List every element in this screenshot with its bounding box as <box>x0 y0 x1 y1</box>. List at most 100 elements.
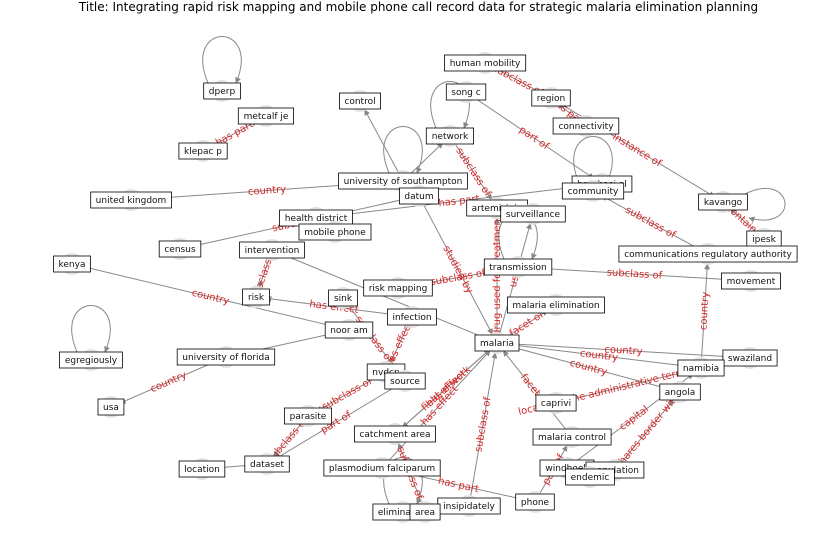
node-sink[interactable]: sink <box>328 287 358 309</box>
edge-source-dataset <box>275 383 401 460</box>
node-insipidately[interactable]: insipidately <box>437 495 501 517</box>
node-label: song c <box>451 88 480 98</box>
node-box <box>178 460 226 478</box>
node-catchment[interactable]: catchment area <box>353 423 436 445</box>
node-label: source <box>390 377 420 387</box>
node-uf[interactable]: university of florida <box>176 346 276 368</box>
node-endemic[interactable]: endemic <box>565 466 615 488</box>
node-label: namibia <box>683 364 719 374</box>
node-label: malaria <box>480 339 514 349</box>
node-box <box>386 308 437 326</box>
node-label: area <box>415 508 435 518</box>
node-klepac[interactable]: klepac p <box>178 140 228 162</box>
node-label: census <box>164 245 196 255</box>
edge-label: subclass of <box>453 146 493 199</box>
node-region[interactable]: region <box>531 87 571 109</box>
edge-insipidately-malaria <box>469 352 498 501</box>
node-noor[interactable]: noor am <box>324 319 374 341</box>
node-source[interactable]: source <box>384 370 426 392</box>
node-network[interactable]: network <box>425 125 474 147</box>
node-mobile-phone[interactable]: mobile phone <box>298 221 372 243</box>
node-movement[interactable]: movement <box>721 270 781 292</box>
edge-transmission-movement <box>523 266 742 284</box>
node-angola[interactable]: angola <box>659 381 701 403</box>
node-risk[interactable]: risk <box>242 286 270 308</box>
edge-label: country <box>698 292 711 331</box>
node-kavango[interactable]: kavango <box>698 191 748 213</box>
node-usa[interactable]: usa <box>97 396 125 418</box>
node-surveillance[interactable]: surveillance <box>500 203 566 225</box>
node-song[interactable]: song c <box>445 81 487 103</box>
node-infection[interactable]: infection <box>386 306 437 328</box>
node-label: intervention <box>245 246 300 256</box>
node-location[interactable]: location <box>178 458 226 480</box>
node-control[interactable]: control <box>338 90 381 112</box>
node-label: angola <box>665 388 695 398</box>
node-label: dataset <box>250 460 284 470</box>
node-egregiously[interactable]: egregiously <box>59 349 123 371</box>
node-box <box>531 89 571 107</box>
node-dperp[interactable]: dperp <box>203 80 241 102</box>
node-kenya[interactable]: kenya <box>53 253 91 275</box>
node-intervention[interactable]: intervention <box>239 239 305 261</box>
edge-label: country <box>191 288 231 308</box>
node-label: transmission <box>489 263 547 273</box>
node-malaria[interactable]: malaria <box>474 332 520 354</box>
node-malaria-elimination[interactable]: malaria elimination <box>506 294 605 316</box>
node-cra[interactable]: communications regulatory authority <box>618 243 798 265</box>
node-box <box>283 407 332 425</box>
edge-southampton-control <box>364 109 401 176</box>
node-label: risk mapping <box>369 284 428 294</box>
edge-intervention-risk <box>258 255 271 289</box>
node-datum[interactable]: datum <box>398 185 439 207</box>
node-box <box>677 359 725 377</box>
node-metcalf[interactable]: metcalf je <box>237 105 295 127</box>
node-label: kenya <box>59 260 86 270</box>
node-label: parasite <box>290 412 327 422</box>
node-box <box>90 191 172 209</box>
edge-label: country <box>248 184 287 198</box>
node-transmission[interactable]: transmission <box>483 256 553 278</box>
node-human-mobility[interactable]: human mobility <box>443 52 527 74</box>
edge-label: country <box>579 348 618 364</box>
node-uk[interactable]: united kingdom <box>90 189 172 211</box>
node-connectivity[interactable]: connectivity <box>552 115 620 137</box>
node-box <box>384 372 426 390</box>
edge-self-loop-community <box>573 136 613 184</box>
node-label: network <box>432 132 469 142</box>
page-title: Title: Integrating rapid risk mapping an… <box>78 0 759 14</box>
edge-cra-community <box>601 195 703 252</box>
edge-malaria-swaziland <box>502 342 741 361</box>
node-pf[interactable]: plasmodium falciparum <box>323 457 441 479</box>
node-caprivi[interactable]: caprivi <box>535 392 577 414</box>
node-box <box>398 187 439 205</box>
node-label: mobile phone <box>304 228 366 238</box>
node-label: endemic <box>571 473 610 483</box>
node-malaria-control[interactable]: malaria control <box>532 426 612 448</box>
node-southampton[interactable]: university of southampton <box>338 170 468 192</box>
node-label: region <box>537 94 565 104</box>
node-box <box>97 398 125 416</box>
node-label: health district <box>285 214 348 224</box>
node-label: insipidately <box>443 502 495 512</box>
node-area[interactable]: area <box>409 501 441 523</box>
node-box <box>328 289 358 307</box>
node-census[interactable]: census <box>158 238 202 260</box>
node-namibia[interactable]: namibia <box>677 357 725 379</box>
node-box <box>500 205 566 223</box>
node-label: community <box>568 187 619 197</box>
node-label: kavango <box>704 198 743 208</box>
node-swaziland[interactable]: swaziland <box>722 347 778 369</box>
node-parasite[interactable]: parasite <box>283 405 332 427</box>
node-label: control <box>344 97 375 107</box>
edge-self-loop-southampton <box>383 126 423 174</box>
node-box <box>176 348 276 366</box>
node-dataset[interactable]: dataset <box>244 453 290 475</box>
node-label: swaziland <box>728 354 772 364</box>
node-box <box>298 223 372 241</box>
node-community[interactable]: community <box>561 180 625 202</box>
node-phone[interactable]: phone <box>515 491 555 513</box>
node-risk-mapping[interactable]: risk mapping <box>363 277 433 299</box>
node-label: noor am <box>330 326 368 336</box>
